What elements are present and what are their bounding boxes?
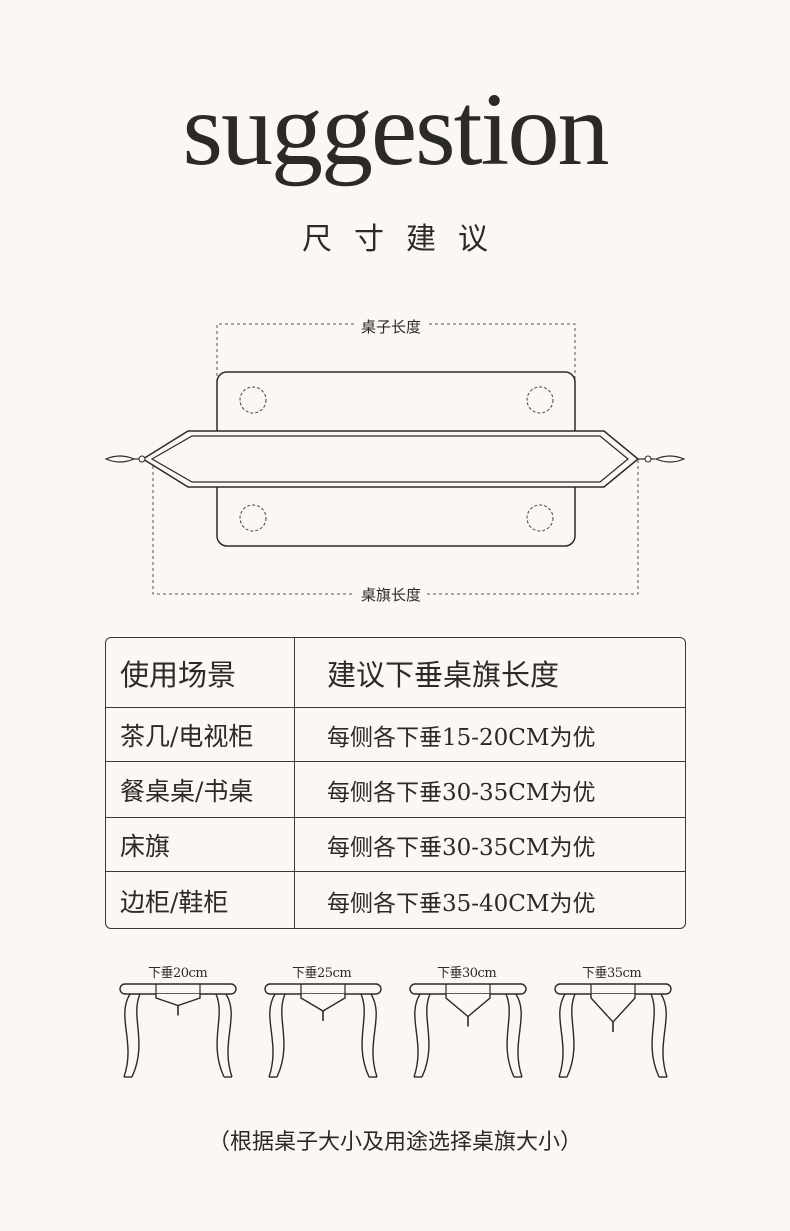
header-scenario: 使用场景 (106, 638, 295, 707)
table-row: 餐桌桌/书桌 每侧各下垂30-35CM为优 (106, 762, 685, 818)
drop-cell: 每侧各下垂30-35CM为优 (327, 779, 596, 806)
table-row: 边柜/鞋柜 每侧各下垂35-40CM为优 (106, 872, 685, 928)
headline: suggestion (182, 72, 610, 187)
table-row: 床旗 每侧各下垂30-35CM为优 (106, 818, 685, 872)
drop-label: 下垂20cm (148, 966, 208, 981)
runner-length-label: 桌旗长度 (355, 586, 428, 604)
drop-cell: 每侧各下垂35-40CM为优 (327, 891, 596, 917)
scenario-cell: 餐桌桌/书桌 (106, 762, 295, 817)
drop-cell: 每侧各下垂15-20CM为优 (327, 724, 596, 751)
header-drop-length: 建议下垂桌旗长度 (327, 657, 560, 692)
runner-illustration (104, 323, 686, 595)
recommendation-table: 使用场景 建议下垂桌旗长度 茶几/电视柜 每侧各下垂15-20CM为优 餐桌桌/… (105, 637, 686, 929)
drop-label: 下垂25cm (292, 966, 352, 981)
mini-table (264, 983, 382, 1078)
mini-table (409, 983, 527, 1078)
scenario-cell: 茶几/电视柜 (106, 708, 295, 761)
mini-table (119, 983, 237, 1078)
drop-examples (119, 983, 672, 1078)
scenario-cell: 床旗 (106, 818, 295, 871)
table-header-row: 使用场景 建议下垂桌旗长度 (106, 638, 685, 708)
table-row: 茶几/电视柜 每侧各下垂15-20CM为优 (106, 708, 685, 762)
footnote: （根据桌子大小及用途选择桌旗大小） (207, 1130, 582, 1155)
drop-cell: 每侧各下垂30-35CM为优 (327, 834, 596, 861)
subtitle: 尺寸建议 (302, 222, 510, 257)
mini-table (554, 983, 672, 1078)
drop-label: 下垂35cm (582, 966, 642, 981)
drop-label: 下垂30cm (437, 966, 497, 981)
size-diagram: 桌子长度 桌旗长度 (100, 310, 700, 610)
table-length-label: 桌子长度 (355, 318, 428, 336)
scenario-cell: 边柜/鞋柜 (106, 872, 295, 928)
